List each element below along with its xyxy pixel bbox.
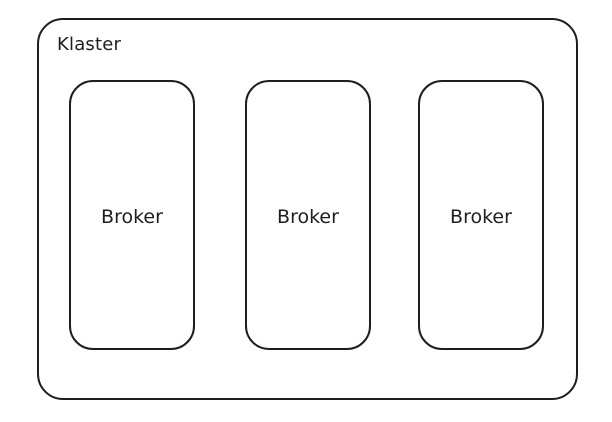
cluster-box: Klaster bbox=[37, 18, 578, 400]
cluster-label: Klaster bbox=[57, 34, 122, 55]
broker-box-3: Broker bbox=[418, 80, 544, 350]
broker-box-1: Broker bbox=[69, 80, 195, 350]
broker-label-3: Broker bbox=[450, 206, 512, 228]
broker-label-2: Broker bbox=[277, 206, 339, 228]
broker-box-2: Broker bbox=[245, 80, 371, 350]
broker-label-1: Broker bbox=[101, 206, 163, 228]
